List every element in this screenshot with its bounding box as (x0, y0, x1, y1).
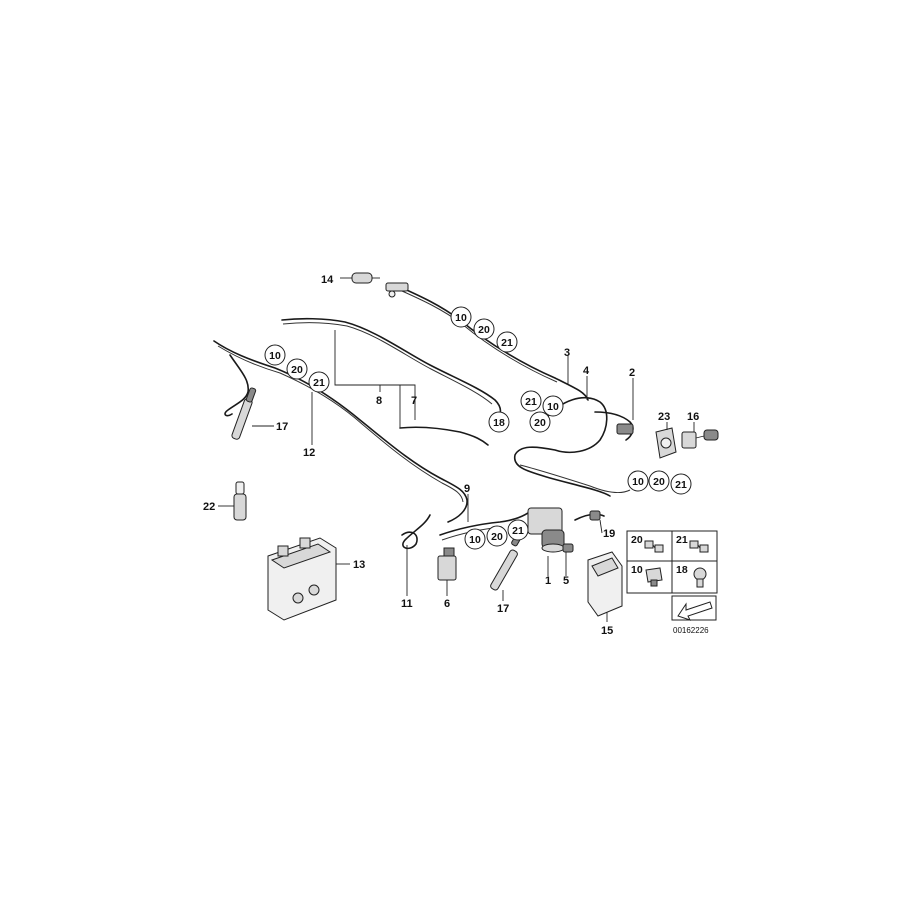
label-1: 1 (545, 575, 551, 587)
harness-12 (213, 340, 468, 523)
callout-circles: 10 20 21 10 20 21 21 10 20 18 10 20 21 1… (264, 306, 692, 550)
label-17a: 17 (276, 421, 288, 433)
label-4: 4 (583, 365, 590, 377)
harness-8 (281, 317, 502, 425)
clip-20-icon (644, 540, 664, 553)
clip-10-icon (645, 567, 663, 587)
legend-cell-20: 20 (631, 534, 643, 546)
part-15-cover (587, 551, 623, 617)
callout-10a: 10 (455, 312, 467, 324)
legend-cell-18: 18 (676, 564, 688, 576)
callout-21a: 21 (501, 337, 513, 349)
label-15: 15 (601, 625, 613, 637)
callout-10b: 10 (269, 350, 281, 362)
part-23-bracket (655, 427, 677, 459)
callout-20a: 20 (478, 324, 490, 336)
label-5: 5 (563, 575, 569, 587)
grommet-18-icon (693, 567, 707, 588)
part-16-switch (681, 429, 719, 449)
label-11: 11 (401, 598, 413, 610)
clip-21-icon (689, 540, 709, 553)
harness-12-inner (217, 345, 464, 503)
harness-8-inner (282, 322, 493, 405)
orientation-arrow-icon (671, 595, 717, 621)
part-17-strut-left (231, 387, 257, 440)
callout-20e: 20 (491, 531, 503, 543)
callout-20c: 20 (534, 417, 546, 429)
part-14-connector (351, 272, 380, 284)
label-16: 16 (687, 411, 699, 423)
harness-9 (439, 509, 533, 536)
callout-21b: 21 (313, 377, 325, 389)
part-1-pump (527, 507, 565, 553)
leader-lines (218, 277, 695, 622)
label-14: 14 (321, 274, 334, 286)
callout-21e: 21 (512, 525, 524, 537)
callout-18: 18 (493, 417, 505, 429)
callout-10e: 10 (469, 534, 481, 546)
legend-cell-10: 10 (631, 564, 643, 576)
label-6: 6 (444, 598, 450, 610)
callout-20d: 20 (653, 476, 665, 488)
label-7: 7 (411, 395, 417, 407)
harness-4-inner (519, 464, 631, 494)
part-22-sensor (233, 481, 247, 521)
part-2-connector (616, 423, 634, 435)
callout-21c: 21 (525, 396, 537, 408)
label-22: 22 (203, 501, 215, 513)
harness-11 (401, 514, 431, 550)
part-5-connector (562, 543, 574, 553)
harness-4 (514, 396, 611, 497)
part-19-plug (589, 510, 601, 521)
legend-cell-21: 21 (676, 534, 688, 546)
callout-20b: 20 (291, 364, 303, 376)
callout-21d: 21 (675, 479, 687, 491)
harness-12-branch (224, 354, 250, 417)
label-3: 3 (564, 347, 570, 359)
label-8: 8 (376, 395, 382, 407)
callout-10c: 10 (547, 401, 559, 413)
components-group (231, 272, 719, 621)
label-2: 2 (629, 367, 635, 379)
label-13: 13 (353, 559, 365, 571)
part-13-control-unit (267, 537, 337, 621)
callout-10d: 10 (632, 476, 644, 488)
harness-3-connector (385, 282, 409, 298)
diagram-number: 00162226 (673, 626, 709, 635)
harness-7 (399, 426, 489, 446)
fastener-legend: 20 21 10 18 (626, 530, 718, 594)
harness-2 (594, 411, 634, 441)
part-6-relay (437, 547, 457, 581)
label-12: 12 (303, 447, 315, 459)
label-9: 9 (464, 483, 470, 495)
label-17b: 17 (497, 603, 509, 615)
label-23: 23 (658, 411, 670, 423)
part-labels: 14 3 2 4 8 7 23 16 17 12 9 22 19 13 1 5 … (203, 274, 699, 637)
label-19: 19 (603, 528, 615, 540)
wiring-harness-group (213, 286, 634, 550)
harness-3 (399, 286, 589, 401)
